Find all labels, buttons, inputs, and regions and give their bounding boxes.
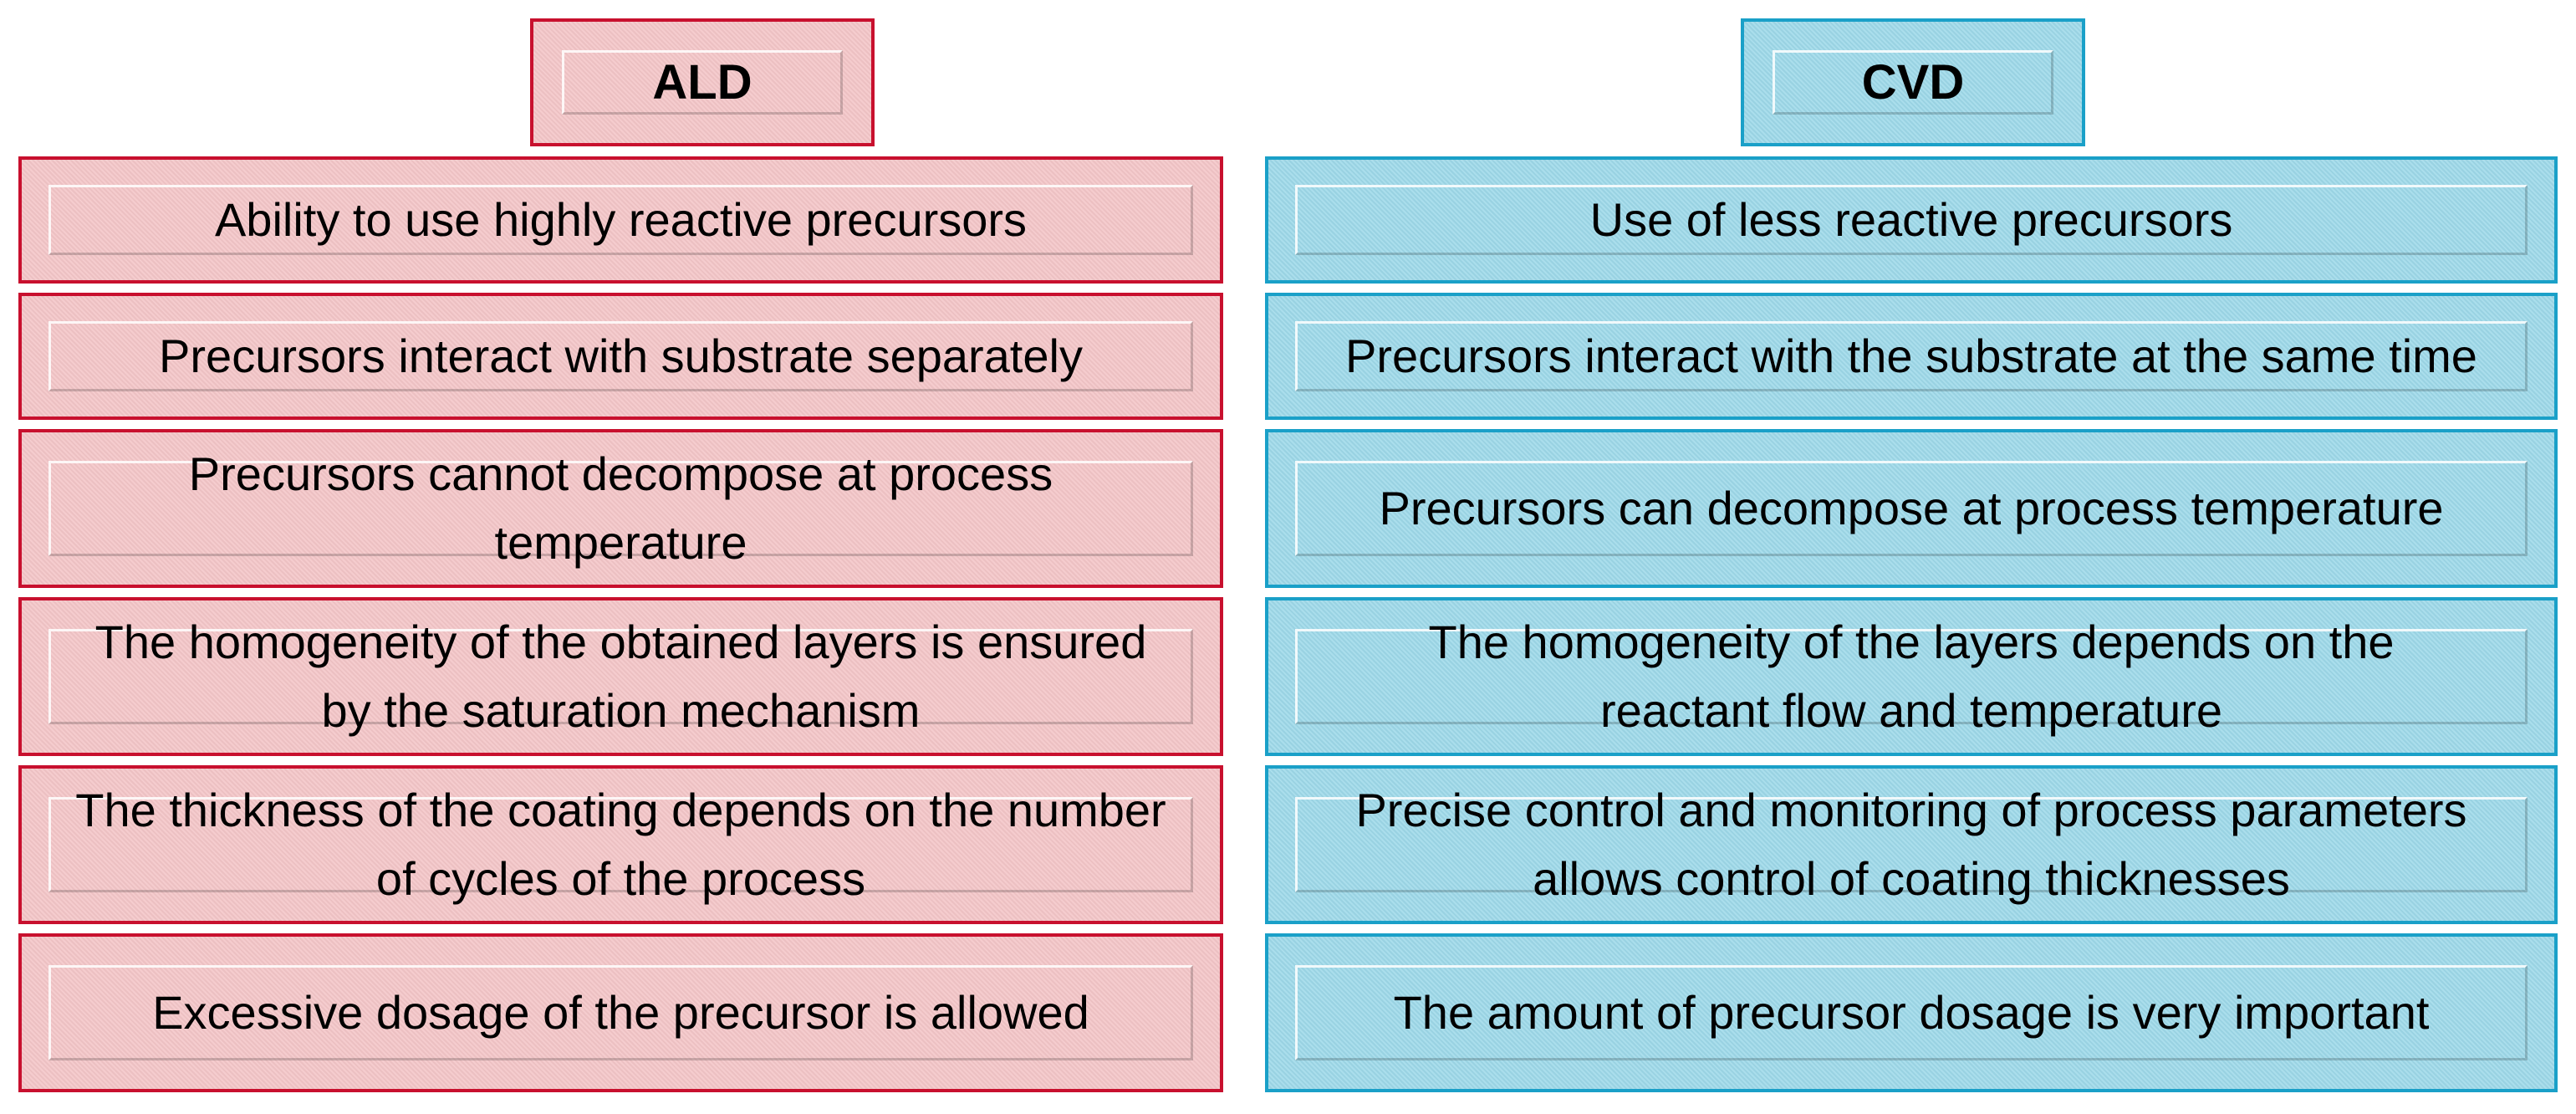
- ald-header-bevel: [562, 50, 843, 115]
- ald-item-6-bevel: [48, 965, 1193, 1060]
- ald-item-5: The thickness of the coating depends on …: [18, 765, 1223, 924]
- cvd-item-5-text: Precise control and monitoring of proces…: [1355, 784, 2467, 905]
- ald-title: ALD: [652, 54, 752, 110]
- cvd-item-6-bevel: [1295, 965, 2528, 1060]
- cvd-item-3: Precursors can decompose at process temp…: [1265, 429, 2558, 588]
- cvd-item-2-bevel: [1295, 321, 2528, 391]
- ald-item-2-text: Precursors interact with substrate separ…: [159, 330, 1083, 382]
- cvd-item-3-text: Precursors can decompose at process temp…: [1379, 482, 2444, 534]
- cvd-item-6: The amount of precursor dosage is very i…: [1265, 933, 2558, 1092]
- ald-item-3-bevel: [48, 461, 1193, 556]
- ald-item-2-bevel: [48, 321, 1193, 391]
- ald-item-2: Precursors interact with substrate separ…: [18, 293, 1223, 420]
- cvd-item-3-bevel: [1295, 461, 2528, 556]
- ald-item-6-text: Excessive dosage of the precursor is all…: [152, 986, 1089, 1039]
- cvd-item-2-text: Precursors interact with the substrate a…: [1345, 330, 2477, 382]
- cvd-header-bevel: [1773, 50, 2053, 115]
- cvd-item-4-bevel: [1295, 629, 2528, 724]
- cvd-item-2: Precursors interact with the substrate a…: [1265, 293, 2558, 420]
- ald-item-4-text: The homogeneity of the obtained layers i…: [94, 616, 1147, 737]
- ald-item-1-bevel: [48, 185, 1193, 255]
- ald-item-4: The homogeneity of the obtained layers i…: [18, 597, 1223, 756]
- ald-item-1-text: Ability to use highly reactive precursor…: [214, 193, 1028, 246]
- ald-item-3-text: Precursors cannot decompose at process t…: [188, 447, 1053, 569]
- cvd-title: CVD: [1861, 54, 1965, 110]
- cvd-item-4-text: The homogeneity of the layers depends on…: [1428, 616, 2395, 737]
- cvd-header: CVD: [1741, 18, 2085, 146]
- cvd-item-1-bevel: [1295, 185, 2528, 255]
- cvd-item-1: Use of less reactive precursors: [1265, 156, 2558, 284]
- cvd-item-5-bevel: [1295, 797, 2528, 892]
- ald-item-3: Precursors cannot decompose at process t…: [18, 429, 1223, 588]
- ald-item-6: Excessive dosage of the precursor is all…: [18, 933, 1223, 1092]
- ald-item-5-bevel: [48, 797, 1193, 892]
- ald-header: ALD: [530, 18, 875, 146]
- ald-item-1: Ability to use highly reactive precursor…: [18, 156, 1223, 284]
- cvd-item-1-text: Use of less reactive precursors: [1589, 193, 2233, 246]
- cvd-item-5: Precise control and monitoring of proces…: [1265, 765, 2558, 924]
- cvd-item-6-text: The amount of precursor dosage is very i…: [1393, 986, 2430, 1039]
- ald-item-4-bevel: [48, 629, 1193, 724]
- ald-item-5-text: The thickness of the coating depends on …: [75, 784, 1166, 905]
- cvd-item-4: The homogeneity of the layers depends on…: [1265, 597, 2558, 756]
